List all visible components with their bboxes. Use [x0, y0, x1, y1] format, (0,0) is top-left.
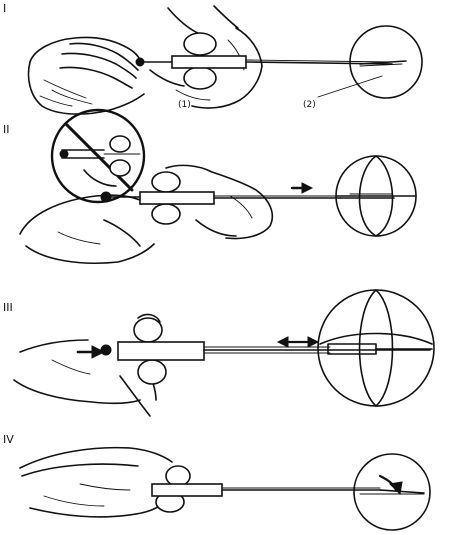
step-4-biopsy-needle: [152, 466, 424, 512]
step-3-biopsy-needle: [101, 318, 430, 384]
no-entry-slash: [66, 124, 132, 190]
step-4-hand: [20, 448, 172, 517]
step-2-target-lesion: [336, 156, 416, 236]
step-4-panel: IV: [3, 433, 430, 530]
step-3-label: III: [3, 301, 13, 314]
step-4-label: IV: [3, 433, 14, 446]
step-2-panel: II: [3, 110, 416, 263]
step-3-target-lesion: [318, 290, 434, 406]
step-1-label: I: [3, 2, 6, 15]
rotation-arrow: [390, 482, 402, 494]
step-3-panel: III: [3, 290, 434, 416]
to-and-fro-arrow: [278, 337, 318, 347]
push-arrow: [78, 346, 104, 358]
advance-arrow: [292, 183, 312, 193]
target-leader-line: [318, 76, 382, 97]
callout-target: (2): [303, 100, 316, 110]
step-1-biopsy-needle: [136, 33, 392, 89]
prohibition-inset: [52, 110, 144, 202]
callout-needle: (1): [178, 100, 191, 110]
step-1-panel: I: [3, 2, 422, 114]
step-1-left-hand: [29, 37, 145, 114]
step-2-label: II: [3, 123, 10, 136]
